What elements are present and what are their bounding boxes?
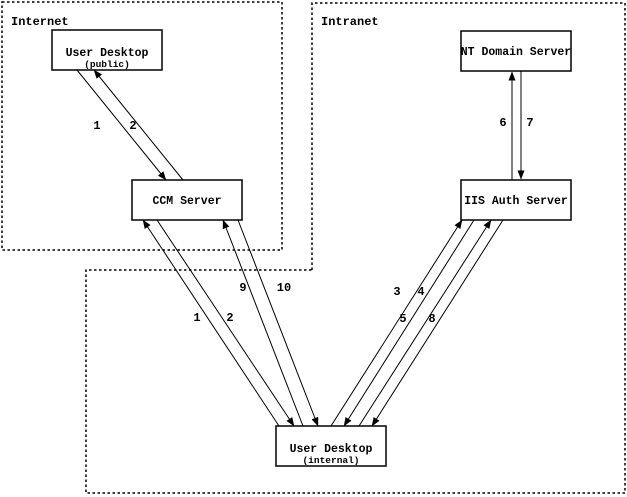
edge-ccm-to-internal-desktop (156, 219, 295, 427)
flow-label-6: 6 (499, 116, 506, 130)
user-desktop-internal-title: User Desktop (290, 443, 373, 456)
node-ccm-server: CCM Server (131, 179, 243, 221)
flow-label-10: 10 (277, 281, 291, 295)
edge-internal-desktop-to-ccm (142, 219, 280, 427)
node-user-desktop-internal: User Desktop (internal) (275, 425, 387, 467)
internet-region-border (1, 1, 283, 251)
intranet-region-border (85, 2, 626, 494)
flow-label-7: 7 (526, 116, 533, 130)
flow-label-2-internal: 2 (226, 311, 233, 325)
ccm-server-box (131, 179, 243, 221)
edge-internal-desktop-to-ccm-b (222, 219, 304, 427)
edge-iis-to-internal-desktop-b (371, 219, 504, 427)
flow-label-8: 8 (428, 312, 435, 326)
user-desktop-public-title: User Desktop (66, 47, 149, 60)
node-nt-domain-server: NT Domain Server (460, 30, 572, 72)
nt-domain-server-title: NT Domain Server (461, 46, 572, 59)
iis-auth-server-title: IIS Auth Server (464, 195, 568, 208)
flow-label-4: 4 (417, 285, 424, 299)
flow-label-9: 9 (239, 281, 246, 295)
edge-internal-desktop-to-iis-b (358, 219, 492, 427)
flow-label-1-internal: 1 (193, 311, 200, 325)
internet-region-label: Internet (11, 15, 69, 29)
edge-iis-to-internal-desktop (343, 219, 475, 427)
edge-ccm-to-public-desktop (93, 69, 184, 181)
ccm-server-title: CCM Server (152, 195, 221, 208)
intranet-region-label: Intranet (321, 15, 379, 29)
edge-public-desktop-to-ccm (76, 69, 167, 181)
flow-label-3: 3 (393, 285, 400, 299)
user-desktop-public-subtitle: (public) (84, 59, 130, 70)
iis-auth-server-box (460, 179, 572, 221)
flow-label-2-public: 2 (129, 119, 136, 133)
flow-label-1-public: 1 (93, 119, 100, 133)
edge-internal-desktop-to-iis (330, 219, 463, 427)
user-desktop-internal-subtitle: (internal) (302, 455, 359, 466)
user-desktop-public-box (51, 29, 163, 71)
nt-domain-server-box (460, 30, 572, 72)
edge-ccm-to-internal-desktop-b (237, 219, 319, 427)
flow-label-5: 5 (399, 312, 406, 326)
user-desktop-internal-box (275, 425, 387, 467)
node-iis-auth-server: IIS Auth Server (460, 179, 572, 221)
node-user-desktop-public: User Desktop (public) (51, 29, 163, 71)
